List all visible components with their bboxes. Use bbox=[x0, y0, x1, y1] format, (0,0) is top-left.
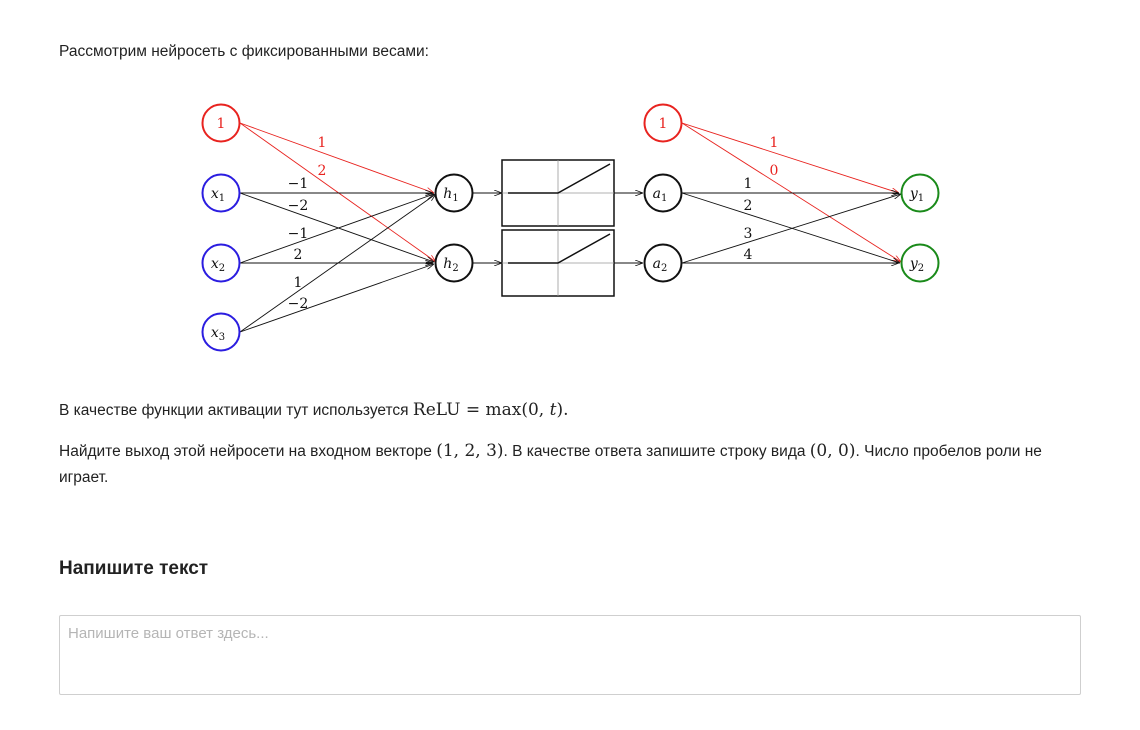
answer-format: (0, 0) bbox=[809, 441, 856, 461]
weight-x2-h2: 2 bbox=[294, 247, 303, 263]
svg-text:a2: a2 bbox=[653, 256, 668, 274]
svg-text:x1: x1 bbox=[211, 186, 225, 204]
node-y2: y2 bbox=[900, 243, 940, 283]
edge-x1-h2 bbox=[239, 192, 434, 262]
layer2-edges bbox=[681, 122, 901, 264]
svg-text:1: 1 bbox=[217, 116, 226, 132]
svg-text:x3: x3 bbox=[211, 325, 225, 343]
weight-a1-y1: 1 bbox=[744, 176, 753, 192]
neural-network-diagram: 1 2 −1 −2 −1 2 1 −2 1 0 1 bbox=[201, 103, 940, 352]
weight-bias2-y1: 1 bbox=[770, 135, 779, 151]
svg-text:y2: y2 bbox=[909, 256, 924, 274]
node-a1: a1 bbox=[643, 173, 683, 213]
weight-a1-y2: 2 bbox=[744, 198, 753, 214]
relu-box-1 bbox=[501, 159, 615, 227]
weight-x3-h1: 1 bbox=[294, 275, 303, 291]
activation-text: В качестве функции активации тут использ… bbox=[59, 402, 413, 419]
weight-x2-h1: −1 bbox=[288, 226, 309, 242]
node-x1: x1 bbox=[201, 173, 241, 213]
weight-a2-y2: 4 bbox=[744, 247, 753, 263]
relu-formula: ReLU = max(0, t). bbox=[412, 400, 569, 420]
task-paragraph: Найдите выход этой нейросети на входном … bbox=[59, 441, 1042, 486]
edge-bias2-y2 bbox=[681, 122, 901, 262]
weight-bias2-y2: 0 bbox=[770, 163, 779, 179]
node-a2: a2 bbox=[643, 243, 683, 283]
input-vector: (1, 2, 3) bbox=[436, 441, 504, 461]
edge-x3-h2 bbox=[239, 264, 434, 333]
edge-bias-h1 bbox=[239, 122, 434, 193]
node-h1: h1 bbox=[434, 173, 474, 213]
node-x2: x2 bbox=[201, 243, 241, 283]
answer-textarea[interactable] bbox=[59, 615, 1081, 695]
edge-x3-h1 bbox=[239, 194, 436, 333]
weight-bias-h2: 2 bbox=[318, 163, 327, 179]
svg-text:h1: h1 bbox=[443, 186, 458, 204]
edge-a2-y1 bbox=[681, 194, 901, 264]
layer1-weights: 1 2 −1 −2 −1 2 1 −2 bbox=[288, 135, 327, 312]
weight-a2-y1: 3 bbox=[744, 226, 753, 242]
edge-bias2-y1 bbox=[681, 122, 899, 193]
svg-text:x2: x2 bbox=[211, 256, 225, 274]
intro-text: Рассмотрим нейросеть с фиксированными ве… bbox=[59, 43, 429, 60]
edge-a1-y2 bbox=[681, 192, 900, 263]
weight-x1-h1: −1 bbox=[288, 176, 309, 192]
nodes: 1 x1 x2 x3 h1 h2 1 a1 bbox=[201, 103, 940, 352]
svg-text:a1: a1 bbox=[653, 186, 668, 204]
relu-box-2 bbox=[501, 229, 615, 297]
activation-edges bbox=[473, 193, 643, 263]
layer1-edges bbox=[239, 122, 436, 333]
node-x3: x3 bbox=[201, 312, 241, 352]
edge-bias-h2 bbox=[239, 122, 436, 262]
activation-paragraph: В качестве функции активации тут использ… bbox=[59, 397, 568, 424]
svg-text:y1: y1 bbox=[909, 186, 924, 204]
layer2-weights: 1 0 1 2 3 4 bbox=[744, 135, 779, 263]
svg-text:h2: h2 bbox=[443, 256, 458, 274]
edge-x2-h1 bbox=[239, 194, 434, 264]
svg-text:1: 1 bbox=[659, 116, 668, 132]
node-y1: y1 bbox=[900, 173, 940, 213]
weight-bias-h1: 1 bbox=[318, 135, 327, 151]
weight-x3-h2: −2 bbox=[288, 296, 309, 312]
weight-x1-h2: −2 bbox=[288, 198, 309, 214]
node-activated-bias: 1 bbox=[643, 103, 683, 143]
node-input-bias: 1 bbox=[201, 103, 241, 143]
node-h2: h2 bbox=[434, 243, 474, 283]
answer-section-title: Напишите текст bbox=[59, 558, 209, 579]
